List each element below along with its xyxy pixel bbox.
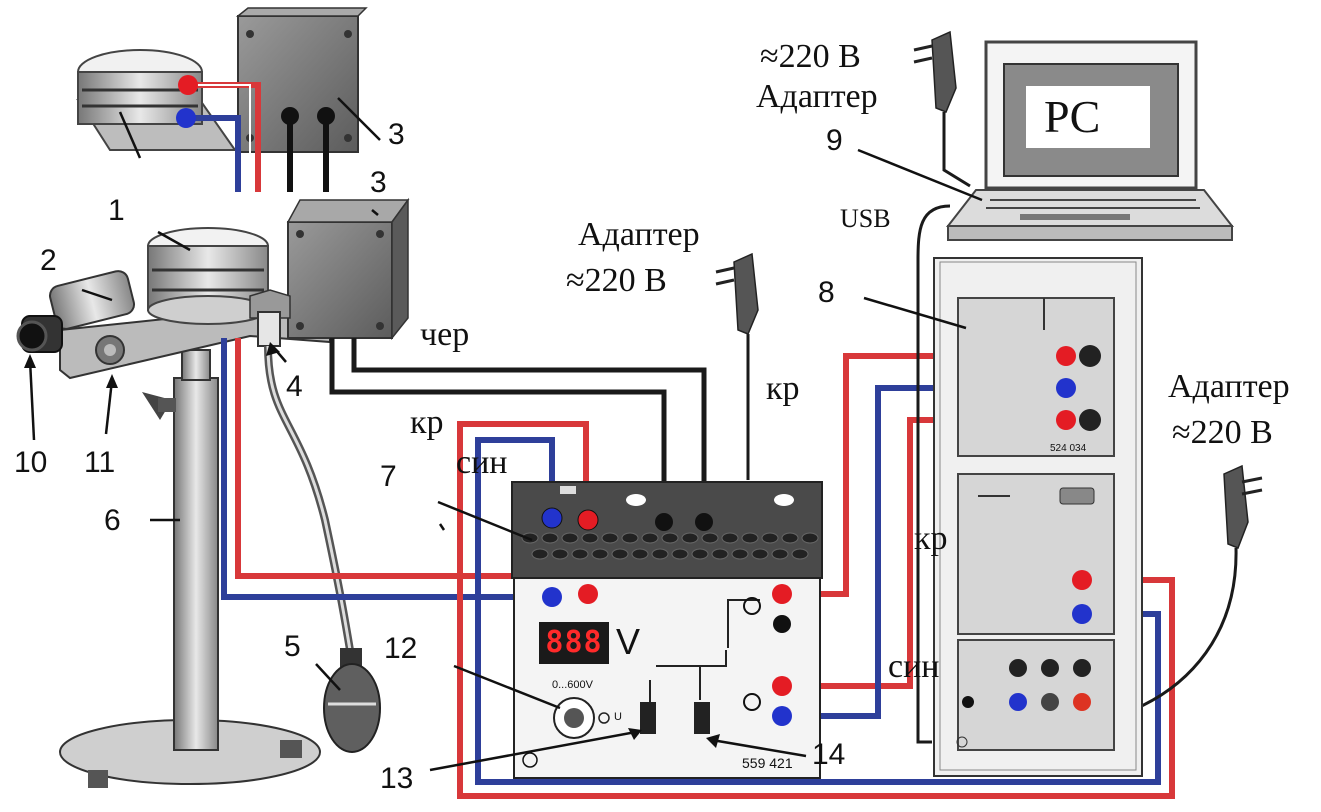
adapter-right-voltage: ≈220 В: [1172, 414, 1273, 451]
wire-label-red-3: кр: [914, 520, 948, 557]
adapter-mid-voltage: ≈220 В: [566, 262, 667, 299]
arrow-heads: [24, 342, 720, 748]
adapter-top-voltage: ≈220 В: [760, 38, 861, 75]
label-3-box: 3: [370, 166, 387, 199]
interface-rack: [933, 257, 1143, 777]
power-supply-model: 559 421: [742, 755, 793, 771]
voltage-range: 0...600V: [552, 679, 593, 691]
label-4-valve: 4: [286, 370, 303, 403]
adapter-plugs: [715, 30, 1263, 549]
wire-label-red-1: кр: [410, 404, 444, 441]
label-12-knob: 12: [384, 632, 418, 665]
label-5-bulb: 5: [284, 630, 301, 663]
label-6-stand: 6: [104, 504, 121, 537]
leader-lines: [28, 97, 983, 772]
label-14-switch: 14: [812, 738, 846, 771]
voltage-display: 888: [539, 622, 609, 664]
wire-label-black: чер: [420, 316, 470, 353]
label-2-microscope: 2: [40, 244, 57, 277]
main-apparatus: [16, 197, 410, 788]
label-13-switch: 13: [380, 762, 414, 795]
label-8-interface: 8: [818, 276, 835, 309]
pc-label: PC: [1044, 91, 1101, 142]
label-11: 11: [84, 446, 116, 479]
adapter-top-name: Адаптер: [756, 78, 878, 115]
wire-label-blue-2: син: [888, 648, 940, 685]
interface-model: 524 034: [1050, 443, 1087, 454]
wire-label-blue-1: син: [456, 444, 508, 481]
usb-label: USB: [840, 204, 891, 233]
laptop: [945, 40, 1235, 241]
voltage-u-mark: U: [614, 711, 622, 723]
voltage-unit: V: [616, 621, 641, 662]
label-10: 10: [14, 446, 48, 479]
adapter-right-name: Адаптер: [1168, 368, 1290, 405]
adapter-mid-name: Адаптер: [578, 216, 700, 253]
inset-apparatus: [76, 7, 368, 192]
label-1-chamber: 1: [108, 194, 125, 227]
label-9-laptop: 9: [826, 124, 843, 157]
label-7-power-supply: 7: [380, 460, 397, 493]
wire-label-red-2: кр: [766, 370, 800, 407]
label-3-inset-box: 3: [388, 118, 405, 151]
